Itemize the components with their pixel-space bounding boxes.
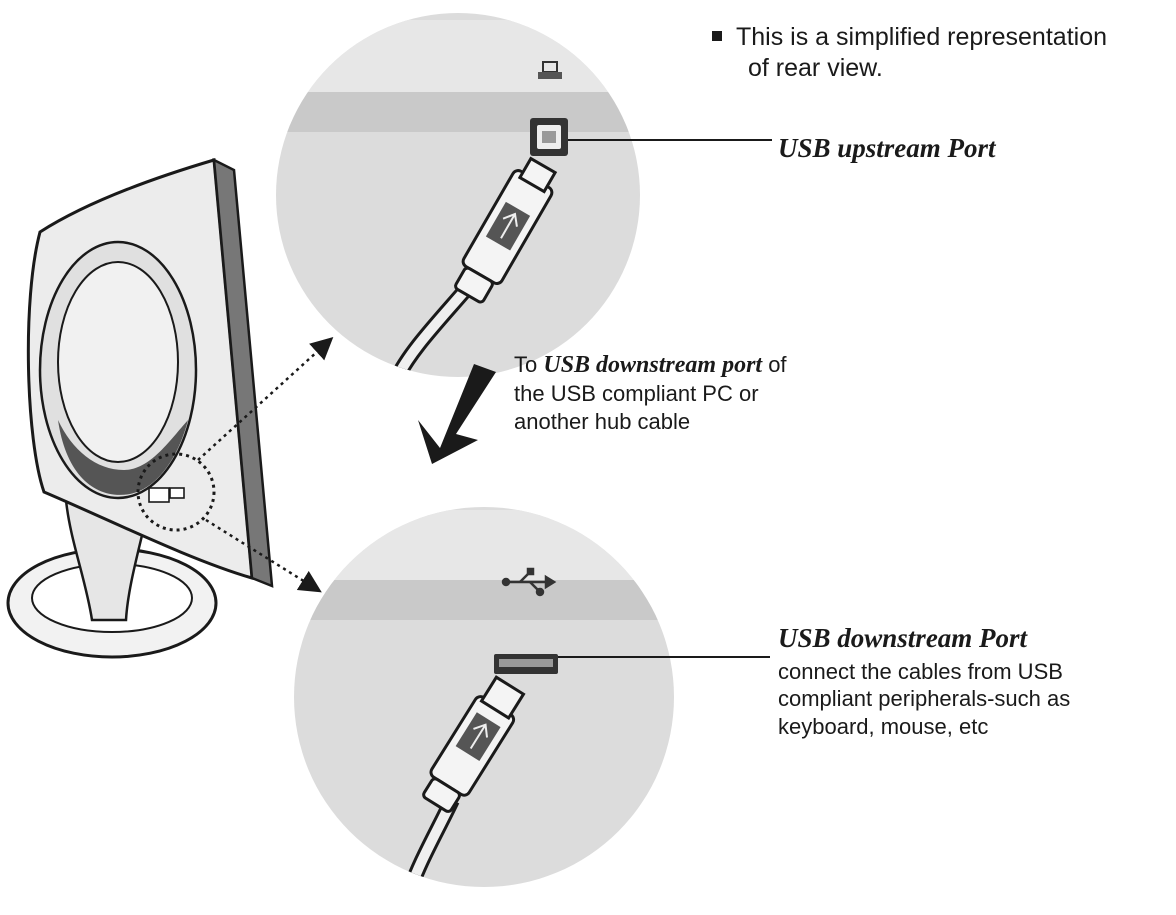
downstream-zoom-circle <box>294 507 770 887</box>
bullet-icon <box>712 31 722 42</box>
upstream-port-label: USB upstream Port <box>778 133 996 163</box>
note-line-1: This is a simplified representation <box>736 23 1107 51</box>
downstream-desc-line-2: compliant peripherals-such as <box>778 686 1071 712</box>
representation-note: This is a simplified representation of r… <box>712 22 1107 85</box>
direction-arrow-icon <box>418 364 496 464</box>
port-highlight-circle <box>136 452 216 532</box>
caption-emphasis: USB downstream port <box>543 352 763 378</box>
usb-symbol-icon <box>501 567 557 597</box>
caption-line-3: another hub cable <box>514 408 691 434</box>
upstream-zoom-circle <box>276 13 772 377</box>
usb-a-plug <box>422 675 526 813</box>
monitor-edge <box>212 157 274 588</box>
upstream-port <box>530 118 568 156</box>
downstream-desc-line-1: connect the cables from USB <box>778 658 1063 684</box>
monitor-rear-illustration <box>6 157 334 659</box>
leader-arrow-lower <box>205 518 322 593</box>
caption-prefix: To <box>514 352 544 377</box>
downstream-port-description: USB downstream Port connect the cables f… <box>778 622 1070 740</box>
caption-suffix: of <box>762 352 787 377</box>
downstream-target-caption: To USB downstream port of the USB compli… <box>514 350 787 435</box>
network-port-symbol-icon <box>538 61 562 79</box>
leader-arrow-upper <box>197 336 334 461</box>
note-line-2: of rear view. <box>748 54 883 83</box>
downstream-port <box>494 654 558 674</box>
downstream-desc-line-3: keyboard, mouse, etc <box>778 713 989 739</box>
caption-line-2: the USB compliant PC or <box>514 381 759 406</box>
downstream-port-label: USB downstream Port <box>778 623 1028 653</box>
usb-b-plug <box>454 156 558 304</box>
